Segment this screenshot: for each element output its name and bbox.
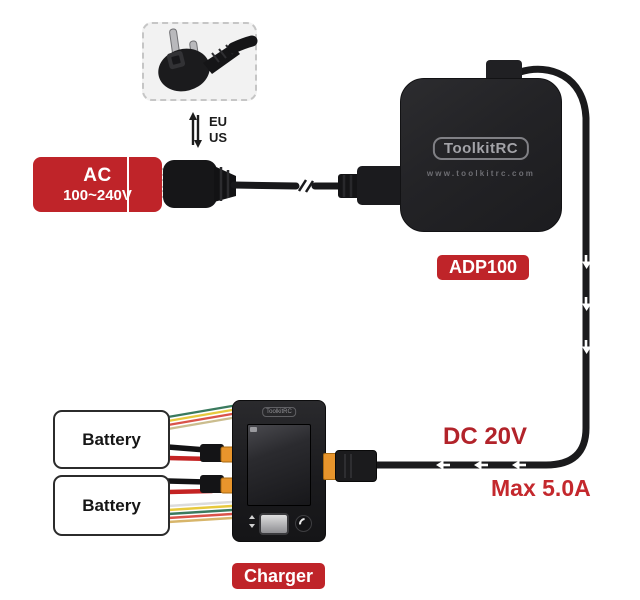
plug-type-selector: EU US (188, 110, 258, 150)
max-current-text: Max 5.0A (491, 475, 591, 501)
dc-cable (368, 65, 592, 470)
cable-break-icon (297, 179, 315, 193)
dc-voltage-text: DC 20V (443, 423, 528, 450)
up-down-arrow-icon (189, 112, 202, 148)
ac-title: AC (83, 164, 112, 186)
charger-screen (247, 424, 311, 506)
label-divider (127, 157, 129, 212)
battery2-main-wires (165, 475, 235, 495)
charger-button (259, 513, 289, 535)
charger-device: ToolkitRC (232, 400, 326, 542)
charger-dial (295, 515, 314, 533)
battery-2-label: Battery (82, 495, 141, 515)
eu-option-label: EU (209, 114, 228, 129)
us-option-label: US (209, 130, 228, 145)
nav-up-icon (249, 515, 255, 519)
battery1-balance-wires (166, 404, 234, 431)
flow-arrow-down-icon (582, 255, 592, 354)
ac-voltage-range: 100~240V (63, 186, 132, 204)
flow-arrow-left-icon (436, 460, 526, 470)
plug-rib (344, 454, 346, 478)
battery1-main-wires (165, 444, 235, 463)
adapter-website-text: www.toolkitrc.com (426, 169, 536, 178)
power-adapter: ToolkitRC www.toolkitrc.com (400, 78, 562, 232)
dial-mark-icon (296, 515, 314, 533)
charger-brand-logo: ToolkitRC (262, 407, 296, 417)
battery-box-2: Battery (53, 475, 170, 536)
adapter-strain-relief (486, 60, 522, 82)
charger-label-text: Charger (243, 565, 314, 586)
charger-label: Charger (232, 563, 325, 589)
eu-plug-illustration (158, 28, 258, 92)
battery2-balance-wires (166, 500, 234, 524)
adapter-brand-logo: ToolkitRC (432, 137, 530, 160)
battery-box-1: Battery (53, 410, 170, 469)
ac-input-label: AC 100~240V (33, 157, 162, 212)
nav-down-icon (249, 524, 255, 528)
adapter-model-label: ADP100 (437, 255, 529, 280)
screen-indicator (250, 427, 257, 432)
battery-1-label: Battery (82, 429, 141, 449)
plug-rib (350, 454, 352, 478)
dc-output-plug (335, 450, 377, 482)
ac-cable (230, 166, 405, 205)
adapter-model-text: ADP100 (448, 257, 518, 277)
